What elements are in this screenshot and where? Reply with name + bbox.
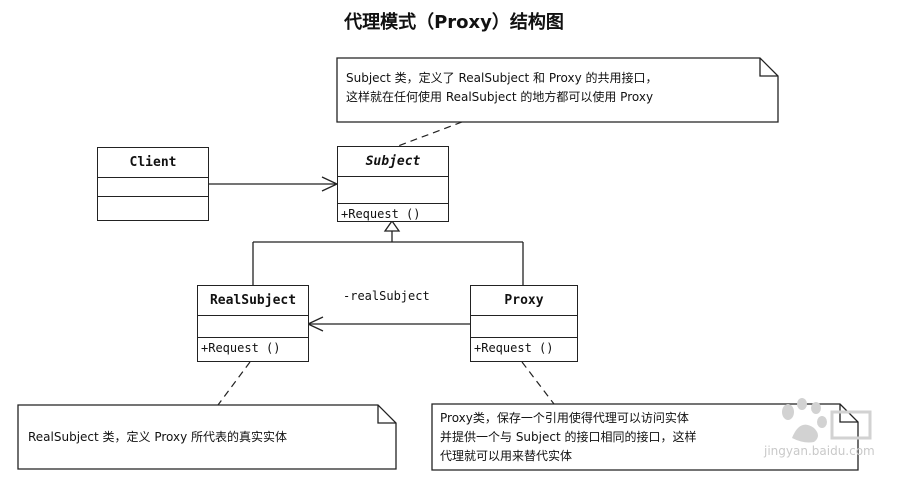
class-realsubject-attributes bbox=[198, 316, 308, 338]
proxy-note-anchor bbox=[521, 361, 555, 405]
class-proxy-operation: +Request () bbox=[474, 341, 554, 355]
note-proxy-line2: 并提供一个与 Subject 的接口相同的接口，这样 bbox=[440, 430, 697, 444]
proxy-realsubject-association bbox=[306, 316, 470, 332]
class-proxy-attributes bbox=[471, 316, 577, 338]
note-subject-line2: 这样就在任何使用 RealSubject 的地方都可以使用 Proxy bbox=[346, 90, 654, 104]
class-client-operations bbox=[98, 197, 208, 216]
class-client-name: Client bbox=[98, 148, 208, 178]
proxy-note-outline bbox=[431, 403, 859, 471]
class-proxy-name: Proxy bbox=[471, 286, 577, 316]
note-subject: Subject 类，定义了 RealSubject 和 Proxy 的共用接口，… bbox=[346, 69, 766, 107]
class-proxy: Proxy +Request () bbox=[470, 285, 578, 362]
client-subject-association bbox=[208, 176, 339, 192]
note-realsubject-line1: RealSubject 类，定义 Proxy 所代表的真实实体 bbox=[28, 430, 288, 444]
realsubject-note-outline bbox=[17, 404, 397, 470]
realsubject-note-anchor bbox=[217, 361, 251, 406]
note-realsubject: RealSubject 类，定义 Proxy 所代表的真实实体 bbox=[28, 428, 388, 447]
subject-note-anchor bbox=[397, 121, 463, 147]
note-subject-line1: Subject 类，定义了 RealSubject 和 Proxy 的共用接口， bbox=[346, 71, 658, 85]
association-label-realsubject: -realSubject bbox=[343, 289, 430, 303]
subject-note-outline bbox=[336, 57, 779, 123]
diagram-title: 代理模式（Proxy）结构图 bbox=[344, 12, 564, 33]
class-subject-operation: +Request () bbox=[341, 207, 421, 221]
class-subject-attributes bbox=[338, 177, 448, 204]
class-realsubject: RealSubject +Request () bbox=[197, 285, 309, 362]
paw-logo-icon bbox=[782, 398, 872, 443]
note-proxy-line3: 代理就可以用来替代实体 bbox=[440, 449, 573, 463]
note-proxy: Proxy类，保存一个引用使得代理可以访问实体 并提供一个与 Subject 的… bbox=[440, 409, 780, 466]
class-realsubject-operation: +Request () bbox=[201, 341, 281, 355]
watermark-text: jingyan.baidu.com bbox=[764, 444, 875, 458]
note-proxy-line1: Proxy类，保存一个引用使得代理可以访问实体 bbox=[440, 411, 689, 425]
generalization-connector bbox=[252, 219, 524, 286]
class-subject: Subject +Request () bbox=[337, 146, 449, 222]
class-realsubject-name: RealSubject bbox=[198, 286, 308, 316]
class-client-attributes bbox=[98, 178, 208, 197]
class-subject-name: Subject bbox=[338, 147, 448, 177]
class-client: Client bbox=[97, 147, 209, 221]
watermark: jingyan.baidu.com bbox=[764, 398, 890, 468]
